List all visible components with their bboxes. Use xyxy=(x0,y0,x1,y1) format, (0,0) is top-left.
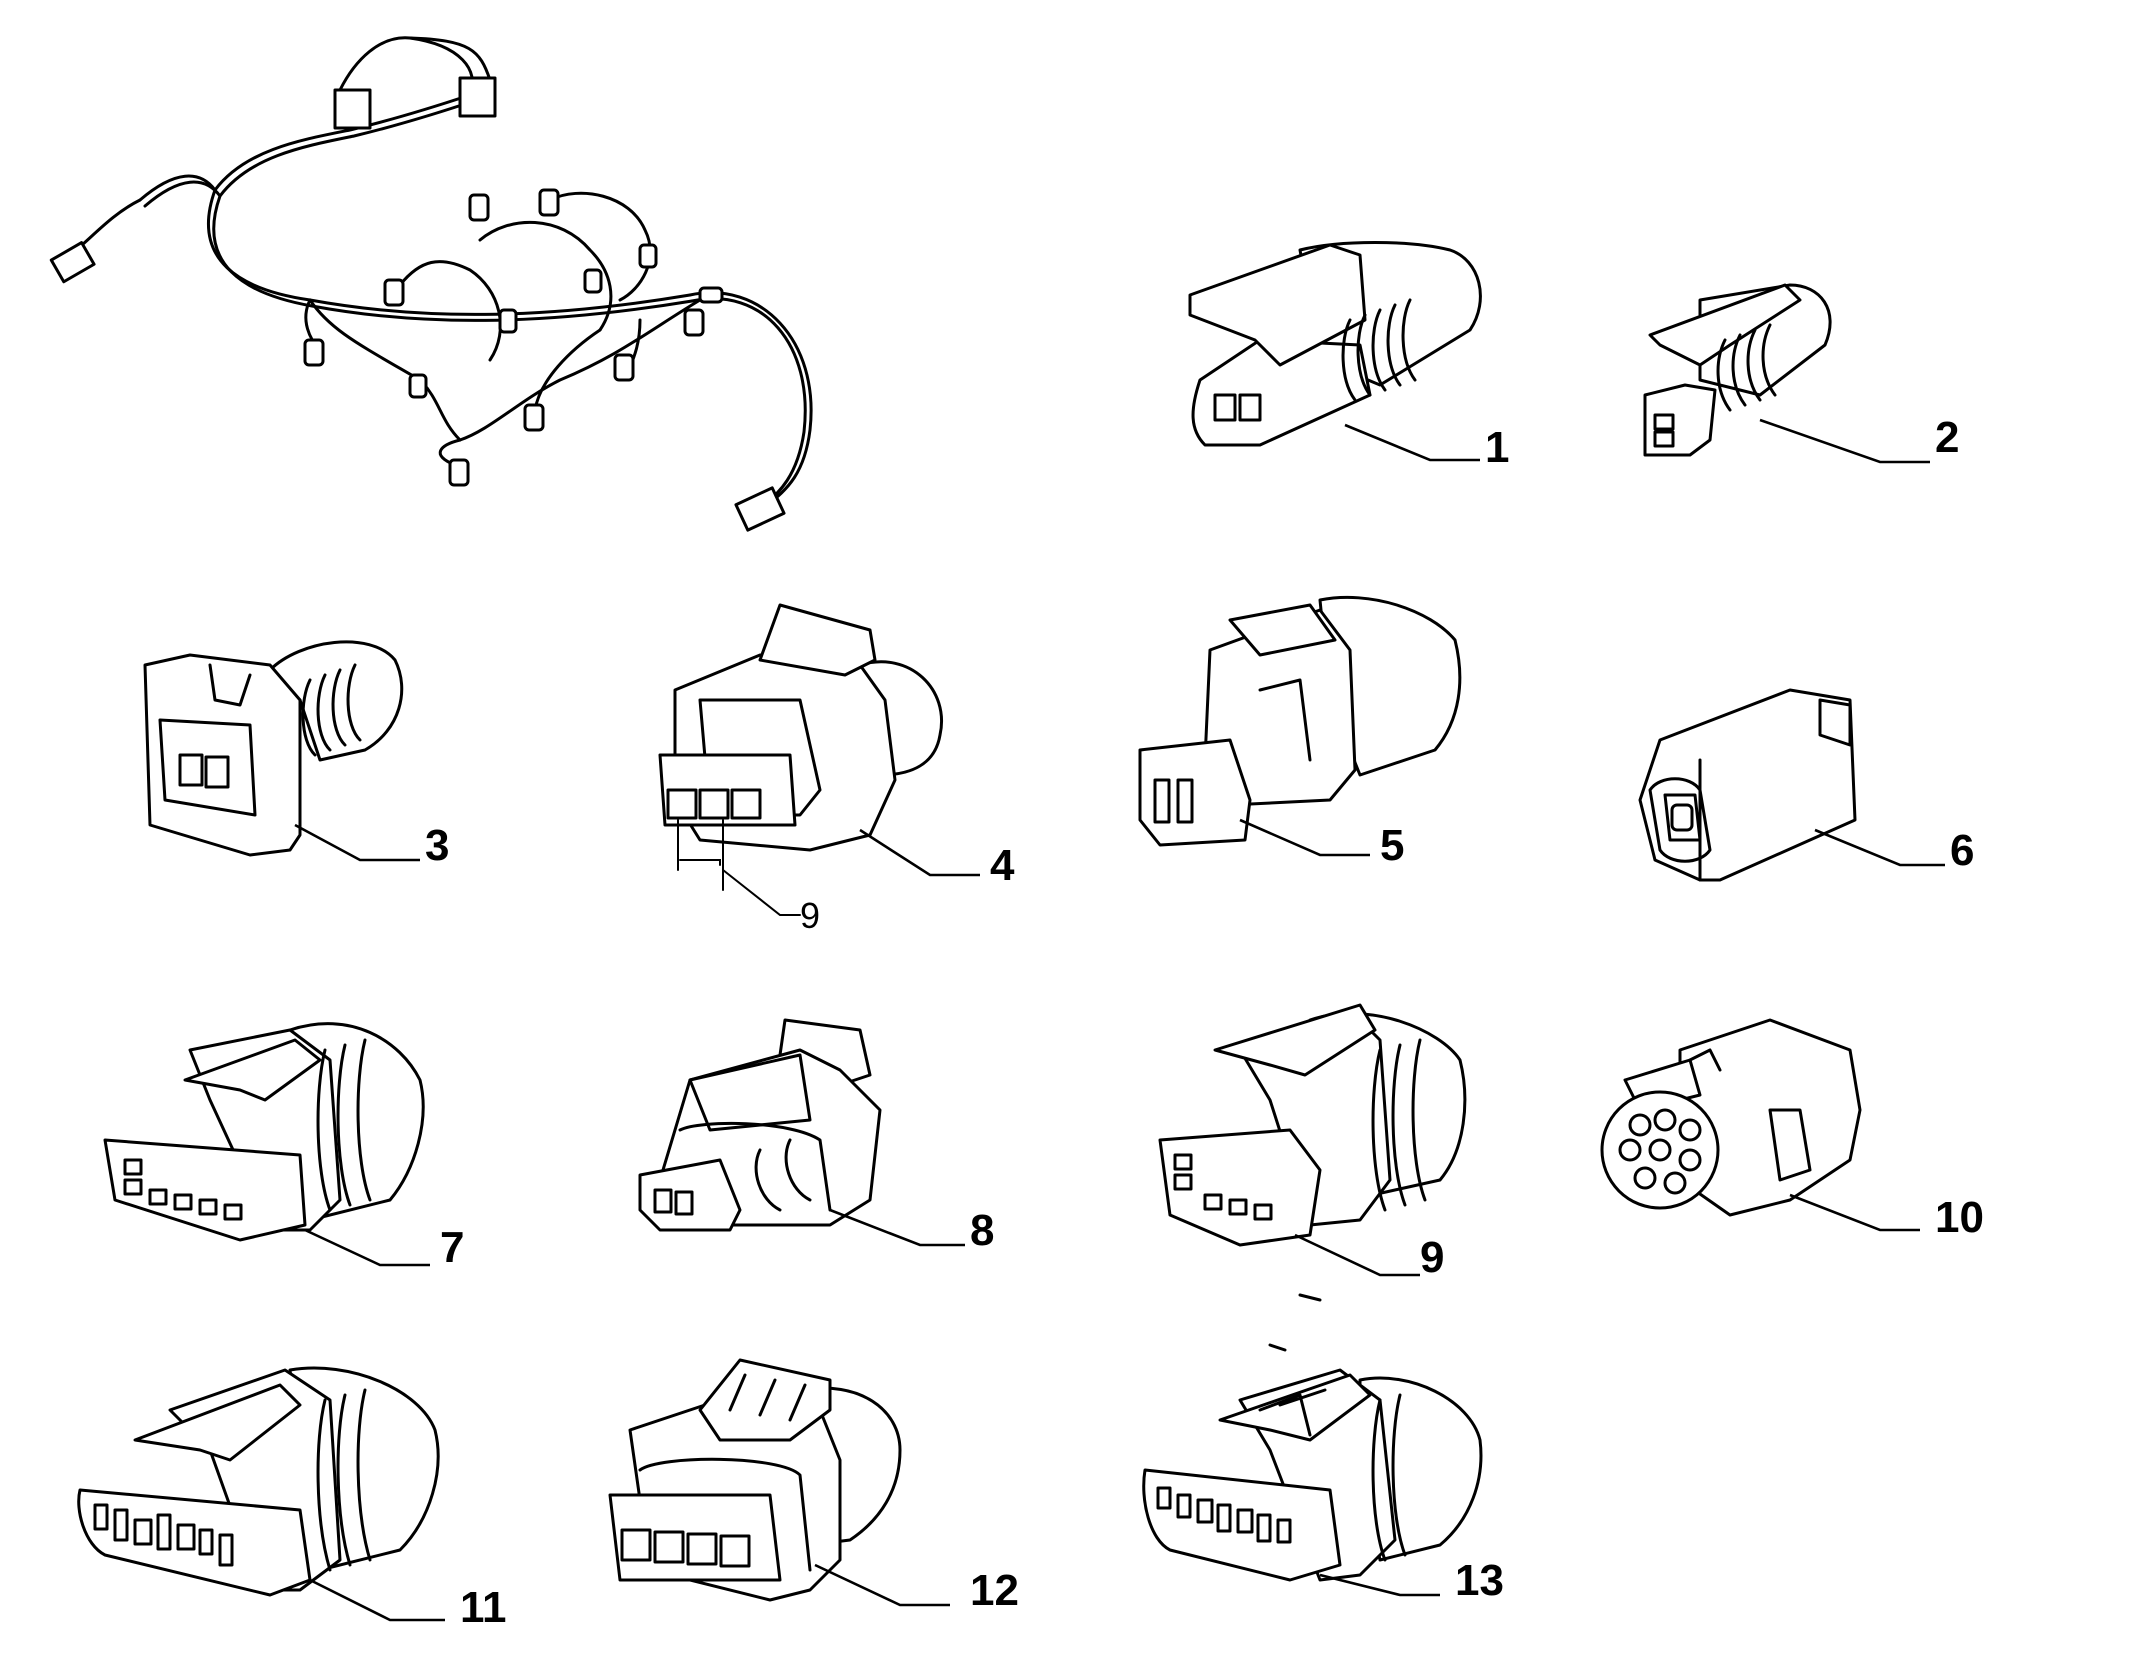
leader-line-13 xyxy=(1319,1573,1440,1597)
callout-9: 9 xyxy=(1420,1233,1444,1282)
connector-12 xyxy=(608,1358,950,1607)
connector-1 xyxy=(1188,241,1482,462)
callout-5: 5 xyxy=(1380,821,1404,870)
wiring-harness xyxy=(49,36,813,532)
connector-13 xyxy=(1142,1293,1483,1597)
leader-line-1 xyxy=(1344,423,1480,462)
callout-10: 10 xyxy=(1935,1193,1984,1242)
callout-12: 12 xyxy=(970,1566,1019,1615)
connector-5 xyxy=(1138,595,1462,857)
leader-line-11 xyxy=(309,1578,445,1622)
callout-7: 7 xyxy=(440,1223,464,1272)
connector-3 xyxy=(143,640,420,862)
callout-13: 13 xyxy=(1455,1556,1504,1605)
connector-10 xyxy=(1600,1018,1920,1232)
leader-line-4 xyxy=(859,828,980,877)
leader-line-9 xyxy=(1294,1233,1420,1277)
callout-4: 4 xyxy=(990,841,1015,890)
callout-8: 8 xyxy=(970,1206,994,1255)
callout-11: 11 xyxy=(460,1583,507,1632)
connector-9 xyxy=(1158,1003,1467,1277)
connector-8 xyxy=(638,1018,965,1247)
callout-1: 1 xyxy=(1485,423,1509,472)
connector-4: 9 xyxy=(658,603,980,936)
leader-line-2 xyxy=(1759,418,1930,464)
leader-line-7 xyxy=(304,1228,430,1267)
leader-line-12 xyxy=(814,1563,950,1607)
connector-11 xyxy=(77,1366,445,1622)
leader-line-6 xyxy=(1814,828,1945,867)
connector-7 xyxy=(103,1022,430,1267)
leader-line-3 xyxy=(294,823,420,862)
callout-3: 3 xyxy=(425,821,449,870)
dimension-label: 9 xyxy=(800,895,820,936)
leader-line-8 xyxy=(829,1208,965,1247)
callout-2: 2 xyxy=(1935,413,1959,462)
connector-6 xyxy=(1638,688,1945,882)
leader-line-10 xyxy=(1789,1193,1920,1232)
callout-6: 6 xyxy=(1950,826,1974,875)
leader-line-5 xyxy=(1239,818,1370,857)
connector-2 xyxy=(1643,283,1930,464)
